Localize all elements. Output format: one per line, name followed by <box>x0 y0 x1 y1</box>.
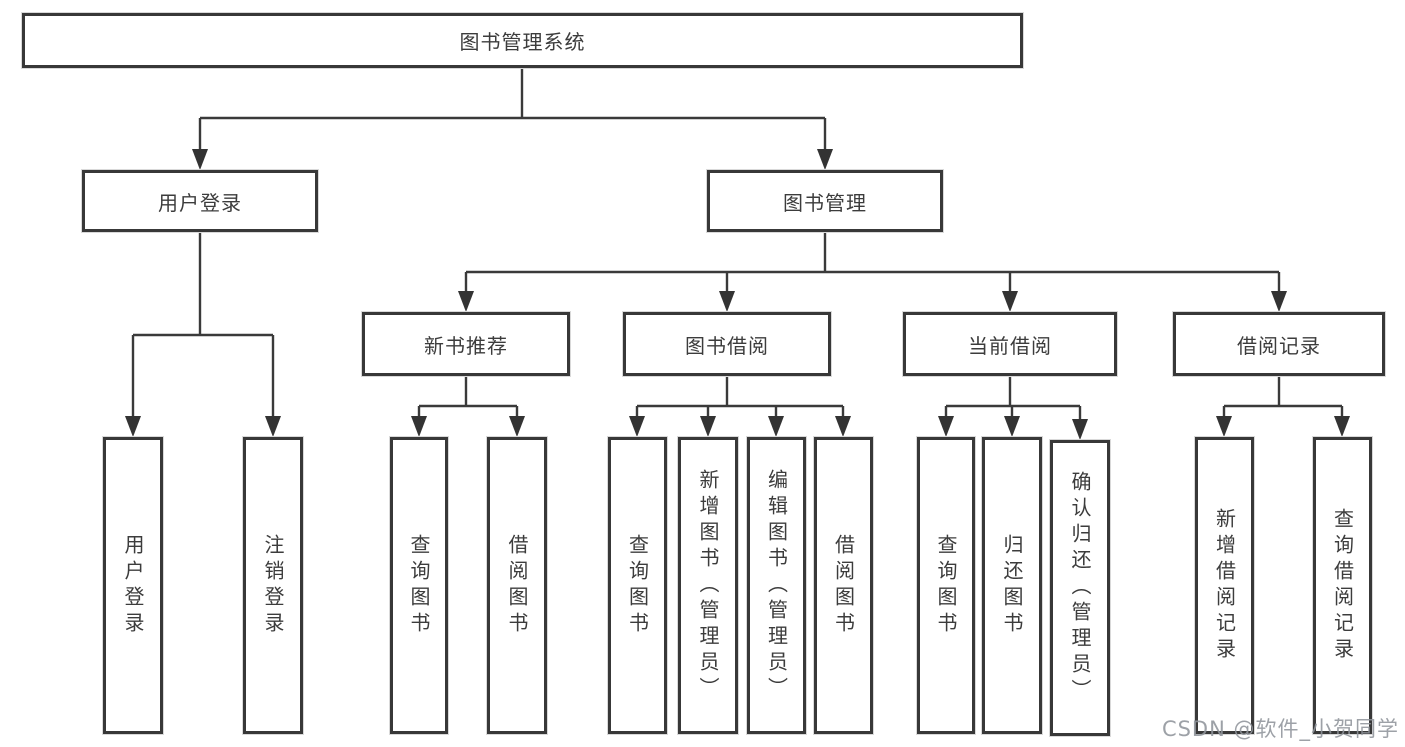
arrow-down-icon <box>125 416 141 437</box>
arrow-down-icon <box>835 416 851 437</box>
arrow-down-icon <box>1271 291 1287 312</box>
connector-user-login-branch <box>131 232 275 420</box>
node-user-login: 用户登录 <box>82 170 318 232</box>
arrow-down-icon <box>509 416 525 437</box>
arrow-down-icon <box>629 416 645 437</box>
leaf-query-books-current: 查询图书 <box>917 437 975 734</box>
leaf-query-borrow-record: 查询借阅记录 <box>1313 437 1372 734</box>
arrow-down-icon <box>700 416 716 437</box>
connector-current-borrow-branch <box>944 376 1082 423</box>
arrow-down-icon <box>1334 416 1350 437</box>
leaf-user-login: 用户登录 <box>103 437 163 734</box>
node-new-book-recommend: 新书推荐 <box>362 312 570 376</box>
arrow-down-icon <box>411 416 427 437</box>
arrow-down-icon <box>458 291 474 312</box>
leaf-edit-book-admin: 编辑图书（管理员） <box>747 437 806 734</box>
arrow-down-icon <box>1004 416 1020 437</box>
arrow-down-icon <box>1072 419 1088 440</box>
leaf-borrow-books: 借阅图书 <box>814 437 873 734</box>
leaf-confirm-return-admin: 确认归还（管理员） <box>1050 440 1110 736</box>
arrow-down-icon <box>265 416 281 437</box>
node-borrowing-records: 借阅记录 <box>1173 312 1385 376</box>
csdn-watermark: CSDN @软件_小贺同学 <box>1161 717 1399 741</box>
arrowheads <box>125 149 1350 440</box>
arrow-down-icon <box>938 416 954 437</box>
leaf-query-books-recommend: 查询图书 <box>390 437 448 734</box>
arrow-down-icon <box>768 416 784 437</box>
node-library-system: 图书管理系统 <box>22 13 1023 68</box>
arrow-down-icon <box>192 149 208 170</box>
connector-root-to-level2 <box>198 68 827 152</box>
node-book-management: 图书管理 <box>707 170 943 232</box>
leaf-add-book-admin: 新增图书（管理员） <box>678 437 738 734</box>
node-current-borrowing: 当前借阅 <box>903 312 1117 376</box>
leaf-logout: 注销登录 <box>243 437 303 734</box>
connector-book-borrow-branch <box>635 376 845 420</box>
connector-new-book-branch <box>417 376 519 420</box>
arrow-down-icon <box>1002 291 1018 312</box>
leaf-add-borrow-record: 新增借阅记录 <box>1195 437 1254 734</box>
arrow-down-icon <box>719 291 735 312</box>
arrow-down-icon <box>1216 416 1232 437</box>
node-book-borrowing: 图书借阅 <box>623 312 831 376</box>
arrow-down-icon <box>817 149 833 170</box>
connector-borrow-records-branch <box>1222 376 1344 420</box>
leaf-borrow-books-recommend: 借阅图书 <box>487 437 547 734</box>
connector-book-mgmt-branch <box>464 232 1281 294</box>
leaf-return-book: 归还图书 <box>982 437 1042 734</box>
leaf-query-books-borrowing: 查询图书 <box>608 437 667 734</box>
